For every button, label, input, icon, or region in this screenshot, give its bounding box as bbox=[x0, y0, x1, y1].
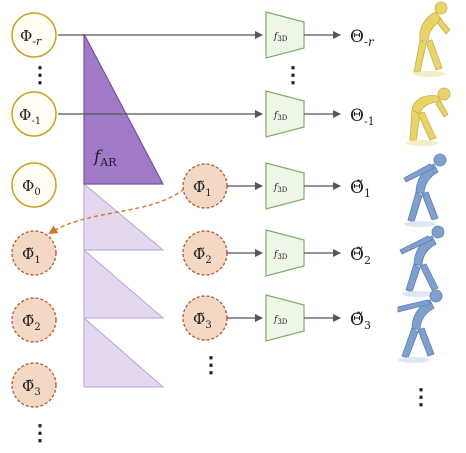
ar-triangle-step-2 bbox=[83, 248, 165, 319]
svg-text:Φ0: Φ0 bbox=[22, 177, 41, 198]
ar-triangle-step-3 bbox=[83, 316, 165, 388]
ellipsis-poses: ⋮ bbox=[410, 384, 432, 410]
pose-blue-icon bbox=[399, 225, 445, 297]
svg-text:f3D: f3D bbox=[273, 32, 288, 43]
output-theta-r: Θ-r bbox=[350, 27, 375, 49]
pred-left-node-2: Φ̃2 bbox=[11, 297, 57, 343]
ellipsis-right-inputs: ⋮ bbox=[200, 352, 222, 378]
output-theta-tilde-3: Θ̃3 bbox=[350, 310, 371, 332]
ar-triangle-step-1 bbox=[83, 182, 165, 251]
outputs: Θ-r Θ-1 Θ̃1 Θ̃2 Θ̃3 bbox=[350, 27, 375, 332]
svg-text:Φ̃3: Φ̃3 bbox=[22, 377, 41, 398]
svg-text:f3D: f3D bbox=[273, 315, 288, 326]
predicted-inputs-right: Φ̃1 Φ̃2 Φ̃3 ⋮ bbox=[182, 163, 228, 378]
pred-right-node-1: Φ̃1 bbox=[182, 163, 228, 209]
past-input-node-r: Φ-r bbox=[11, 12, 57, 58]
svg-text:Φ-1: Φ-1 bbox=[19, 106, 41, 127]
pred-left-node-3: Φ̃3 bbox=[11, 362, 57, 408]
pred-connections bbox=[227, 182, 263, 322]
past-input-node-0: Φ0 bbox=[11, 162, 57, 208]
past-input-node-1: Φ-1 bbox=[11, 91, 57, 137]
past-input-connections bbox=[58, 31, 263, 118]
output-connections bbox=[304, 31, 341, 322]
decoder-block-pred-2: f3D bbox=[265, 229, 305, 277]
output-theta-1: Θ-1 bbox=[350, 106, 375, 128]
svg-text:Φ̃1: Φ̃1 bbox=[193, 178, 212, 199]
ar-model-label: fAR bbox=[92, 147, 117, 169]
ellipsis-left-bottom: ⋮ bbox=[29, 420, 51, 446]
output-theta-tilde-1: Θ̃1 bbox=[350, 178, 371, 200]
svg-text:Φ̃3: Φ̃3 bbox=[193, 310, 212, 331]
ar-model-triangle bbox=[83, 33, 164, 185]
predicted-inputs-left: Φ̃1 Φ̃2 Φ̃3 ⋮ bbox=[11, 230, 57, 446]
decoder-block-r: f3D bbox=[265, 11, 305, 59]
svg-text:f3D: f3D bbox=[273, 250, 288, 261]
pred-left-node-1: Φ̃1 bbox=[11, 230, 57, 276]
past-inputs: Φ-r ⋮ Φ-1 Φ0 bbox=[11, 12, 57, 208]
pose-blue-icon bbox=[403, 153, 447, 227]
ar-stack: fAR bbox=[83, 33, 165, 388]
pred-right-node-3: Φ̃3 bbox=[182, 295, 228, 341]
svg-text:Φ̃2: Φ̃2 bbox=[193, 245, 212, 266]
output-theta-tilde-2: Θ̃2 bbox=[350, 245, 371, 267]
svg-text:Φ-r: Φ-r bbox=[20, 27, 42, 48]
ellipsis-decoder: ⋮ bbox=[282, 62, 304, 88]
pose-illustrations: ⋮ bbox=[397, 1, 451, 410]
svg-text:f3D: f3D bbox=[273, 183, 288, 194]
decoder-block-pred-3: f3D bbox=[265, 294, 305, 342]
svg-text:f3D: f3D bbox=[273, 111, 288, 122]
svg-text:Φ̃2: Φ̃2 bbox=[22, 312, 41, 333]
pose-yellow-icon bbox=[406, 87, 451, 146]
pose-blue-icon bbox=[397, 289, 443, 363]
decoders: f3D ⋮ f3D f3D f3D f3D bbox=[265, 11, 305, 342]
feedback-arrow bbox=[48, 188, 185, 235]
pose-yellow-icon bbox=[413, 1, 451, 77]
ellipsis-past: ⋮ bbox=[29, 62, 51, 88]
svg-text:Φ̃1: Φ̃1 bbox=[22, 245, 41, 266]
decoder-block-1: f3D bbox=[265, 90, 305, 138]
pred-right-node-2: Φ̃2 bbox=[182, 230, 228, 276]
decoder-block-pred-1: f3D bbox=[265, 162, 305, 210]
